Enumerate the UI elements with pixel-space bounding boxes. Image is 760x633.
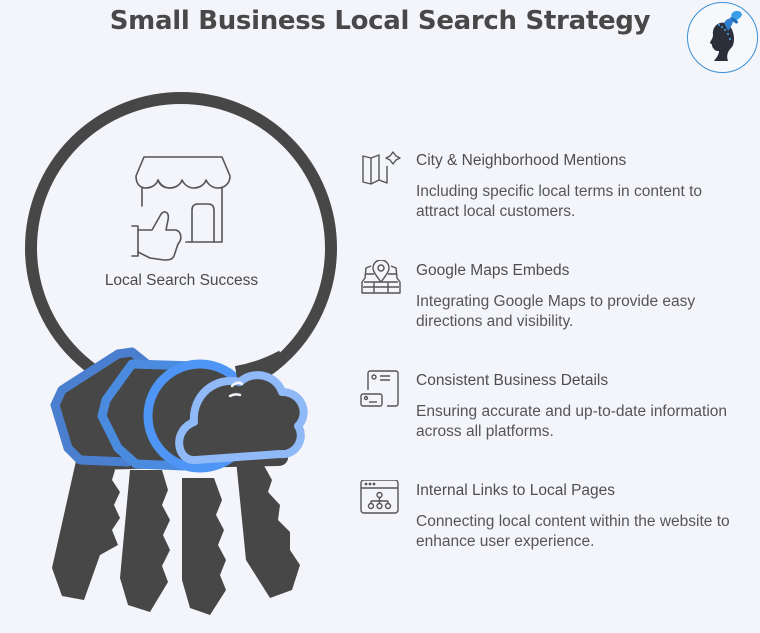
avatar	[687, 2, 758, 73]
business-card-details-icon	[360, 370, 399, 407]
item-heading: Internal Links to Local Pages	[416, 482, 616, 499]
item-heading: City & Neighborhood Mentions	[416, 152, 627, 169]
keychain-illustration	[25, 92, 337, 615]
center-label: Local Search Success	[104, 272, 259, 289]
item-heading: Google Maps Embeds	[416, 262, 570, 279]
key-ring	[25, 92, 337, 404]
item-description: Connecting local content within the webs…	[416, 513, 730, 550]
item-description: Integrating Google Maps to provide easy …	[416, 293, 696, 330]
map-pin-grid-icon	[361, 260, 401, 294]
browser-sitemap-icon	[360, 480, 399, 514]
storefront-thumbs-up-icon	[131, 156, 231, 261]
key-head-cloud-4	[175, 371, 308, 464]
page-title: Small Business Local Search Strategy	[109, 6, 651, 36]
map-sparkle-icon	[362, 151, 401, 185]
item-description: Including specific local terms in conten…	[416, 183, 703, 220]
butterfly-silhouette-icon	[710, 10, 742, 61]
item-description: Ensuring accurate and up-to-date informa…	[416, 403, 728, 440]
item-heading: Consistent Business Details	[416, 372, 609, 389]
